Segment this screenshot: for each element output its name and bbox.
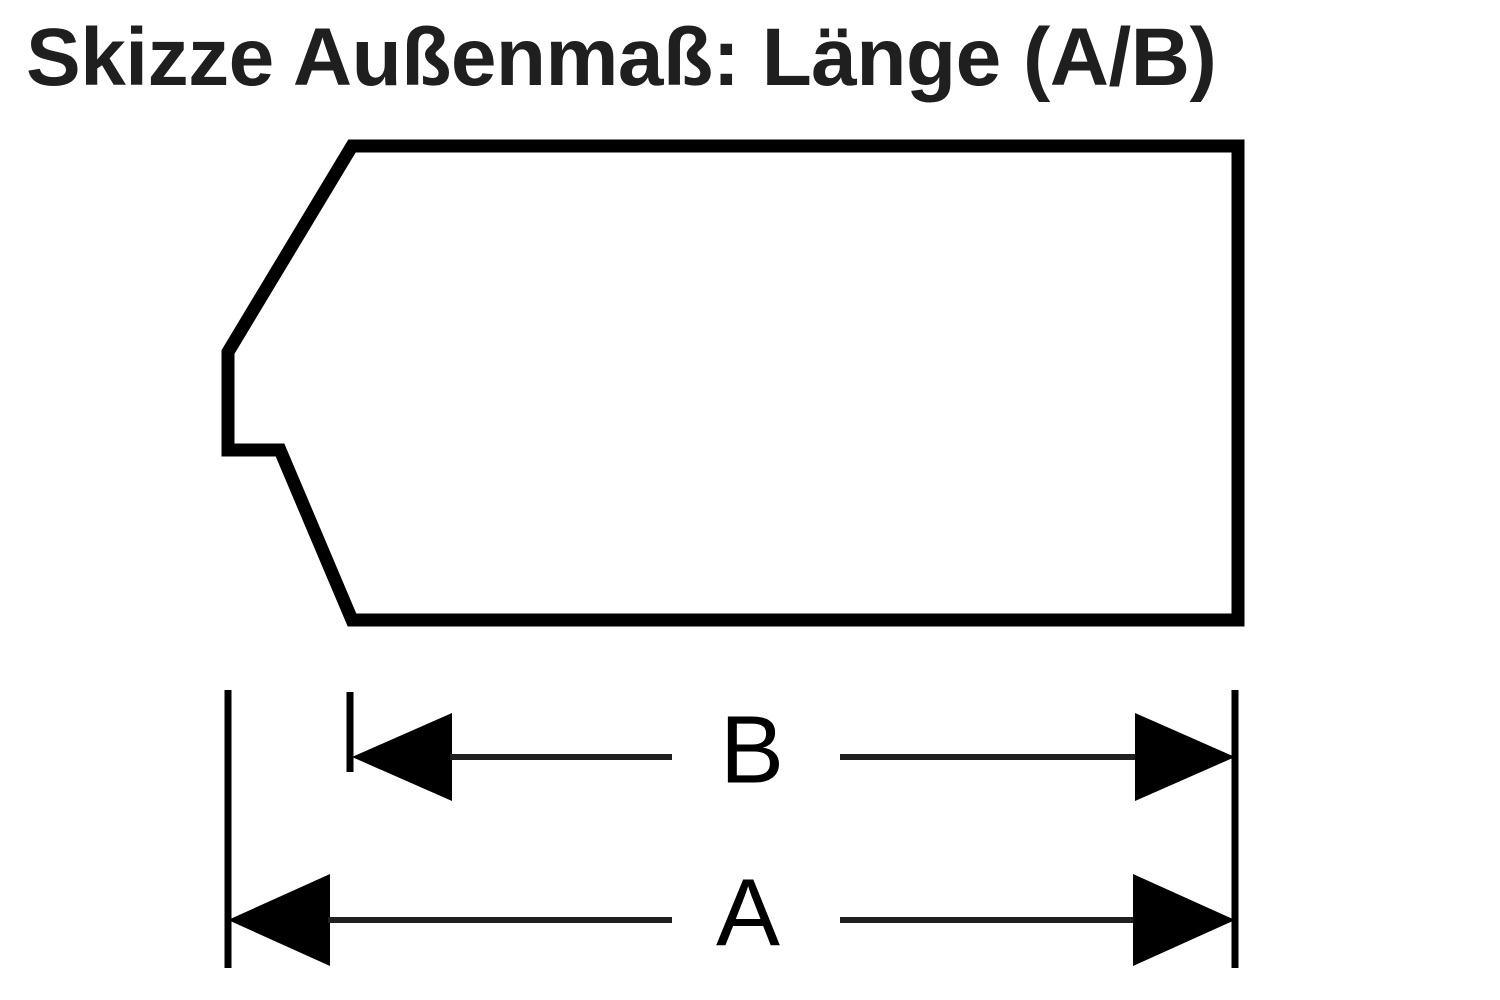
b-left-arrowhead-icon — [352, 713, 452, 801]
a-right-arrowhead-icon — [1133, 874, 1235, 966]
b-right-arrowhead-icon — [1135, 713, 1235, 801]
dimension-label-a: A — [716, 859, 780, 966]
dimension-label-b: B — [720, 696, 784, 803]
page-title: Skizze Außenmaß: Länge (A/B) — [26, 12, 1217, 103]
profile-outline-shape — [221, 139, 1245, 627]
a-left-arrowhead-icon — [228, 874, 330, 966]
